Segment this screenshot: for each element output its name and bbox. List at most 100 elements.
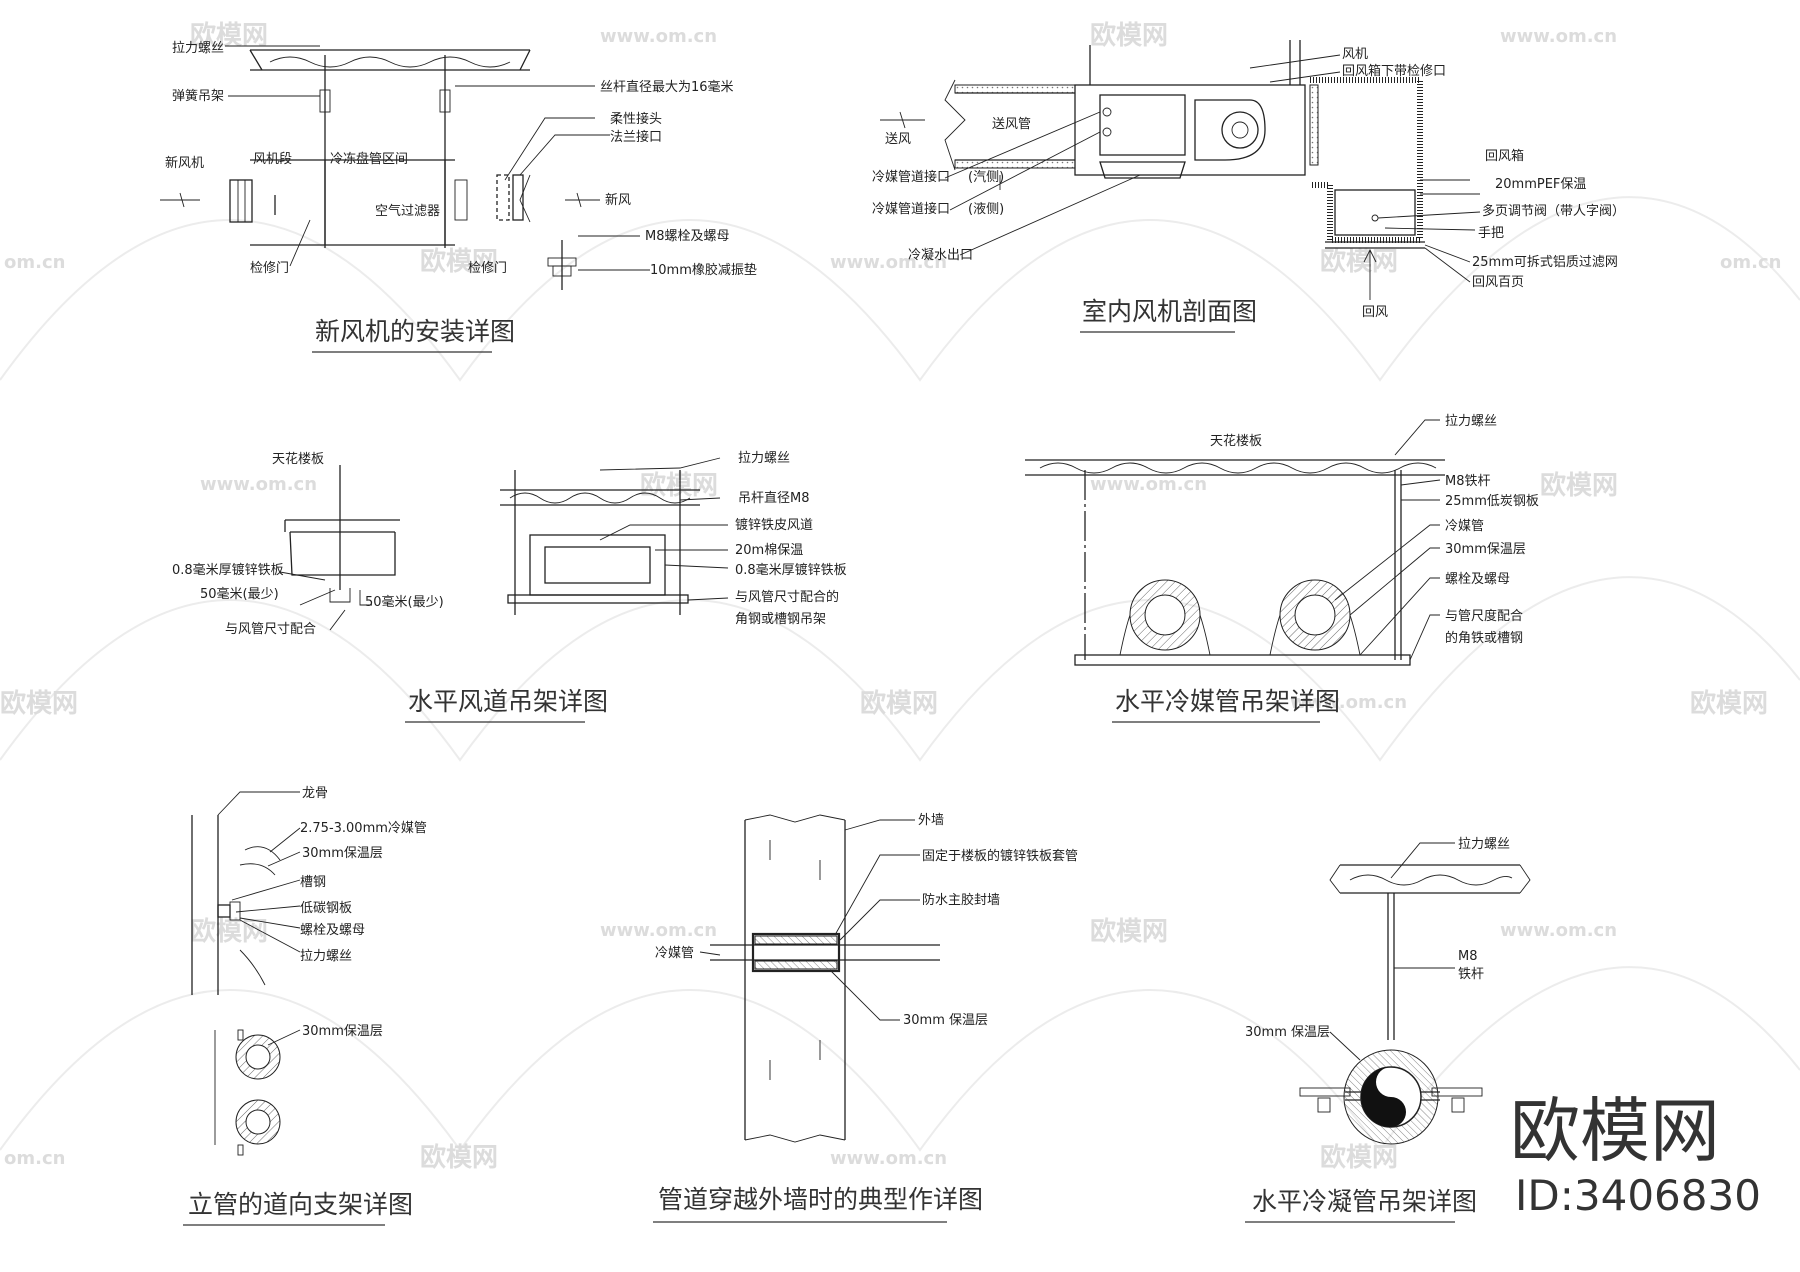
watermark-brand: 欧模网 bbox=[420, 1142, 498, 1173]
label: 冷冻盘管区间 bbox=[330, 151, 408, 167]
label: 30mm 保温层 bbox=[1245, 1025, 1330, 1040]
diagram-title: 管道穿越外墙时的典型作详图 bbox=[658, 1185, 983, 1214]
logo-id: ID:3406830 bbox=[1515, 1171, 1761, 1220]
watermark-url: www.om.cn bbox=[830, 252, 947, 273]
logo-name: 欧模网 bbox=[1510, 1090, 1720, 1172]
label: 拉力螺丝 bbox=[172, 41, 224, 56]
label: 天花楼板 bbox=[272, 451, 324, 467]
label: M8螺栓及螺母 bbox=[645, 229, 730, 244]
label: 与风管尺寸配合的 bbox=[735, 589, 839, 605]
label: 法兰接口 bbox=[610, 129, 662, 145]
watermark-brand: 欧模网 bbox=[1320, 246, 1398, 277]
diagram-fresh-air-unit: 拉力螺丝 弹簧吊架 丝杆直径最大为16毫米 柔性接头 法兰接口 新风机 风机段 … bbox=[160, 41, 757, 353]
diagram-title: 立管的道向支架详图 bbox=[188, 1190, 413, 1219]
diagram-title: 水平冷媒管吊架详图 bbox=[1115, 687, 1340, 716]
watermark-brand: 欧模网 bbox=[190, 916, 268, 947]
label: 龙骨 bbox=[302, 786, 328, 801]
label: 柔性接头 bbox=[610, 111, 662, 127]
watermark-url: www.om.cn bbox=[600, 26, 717, 47]
label: 防水主胶封墙 bbox=[922, 892, 1000, 908]
label: 天花楼板 bbox=[1210, 433, 1262, 449]
label: 丝杆直径最大为16毫米 bbox=[600, 79, 734, 95]
label: (液侧) bbox=[968, 202, 1004, 217]
label: 低碳钢板 bbox=[300, 901, 352, 916]
watermark-text-layer: 欧模网 www.om.cn 欧模网 www.om.cn om.cn 欧模网 ww… bbox=[0, 20, 1781, 1173]
diagram-title: 水平冷凝管吊架详图 bbox=[1252, 1187, 1477, 1216]
brand-logo: 欧模网 ID:3406830 bbox=[1510, 1090, 1761, 1220]
label: 回风箱下带检修口 bbox=[1342, 63, 1446, 79]
label: 冷凝水出口 bbox=[908, 247, 973, 263]
label: 螺栓及螺母 bbox=[1445, 572, 1510, 587]
watermark-brand: 欧模网 bbox=[1320, 1142, 1398, 1173]
label: 2.75-3.00mm冷媒管 bbox=[300, 821, 427, 836]
label: 固定于楼板的镀锌铁板套管 bbox=[922, 848, 1078, 864]
label: 回风百页 bbox=[1472, 275, 1524, 290]
label: M8铁杆 bbox=[1445, 474, 1491, 489]
label: 拉力螺丝 bbox=[1458, 837, 1510, 852]
label: 新风机 bbox=[165, 155, 204, 171]
label: 送风管 bbox=[992, 117, 1031, 132]
watermark-brand: 欧模网 bbox=[420, 246, 498, 277]
label: 拉力螺丝 bbox=[738, 451, 790, 466]
label: 冷媒管道接口 bbox=[872, 201, 950, 217]
label: 螺栓及螺母 bbox=[300, 923, 365, 938]
watermark-brand: 欧模网 bbox=[860, 688, 938, 719]
label: 与管尺度配合 bbox=[1445, 608, 1523, 624]
label: 检修门 bbox=[468, 261, 507, 276]
watermark-url: om.cn bbox=[1720, 252, 1781, 273]
label: 吊杆直径M8 bbox=[738, 491, 810, 506]
label: 风机段 bbox=[253, 152, 292, 167]
label: 冷媒管 bbox=[655, 946, 694, 961]
label: 25mm低炭钢板 bbox=[1445, 494, 1539, 509]
watermark-brand: 欧模网 bbox=[0, 688, 78, 719]
label: 检修门 bbox=[250, 261, 289, 276]
label: 外墙 bbox=[918, 813, 944, 828]
watermark-url: www.om.cn bbox=[830, 1148, 947, 1169]
watermark-url: www.om.cn bbox=[600, 920, 717, 941]
label: 手把 bbox=[1478, 226, 1504, 241]
diagram-indoor-fan-section: 风机 回风箱下带检修口 送风管 送风 冷媒管道接口 (汽侧) 冷媒管道接口 (液… bbox=[872, 40, 1625, 333]
diagram-wall-penetration: 外墙 固定于楼板的镀锌铁板套管 防水主胶封墙 冷媒管 30mm 保温层 管道穿越… bbox=[653, 813, 1078, 1223]
label: 送风 bbox=[885, 132, 911, 147]
watermark-brand: 欧模网 bbox=[1540, 470, 1618, 501]
label: 回风箱 bbox=[1485, 148, 1524, 164]
label: 20m棉保温 bbox=[735, 543, 803, 558]
label: 槽钢 bbox=[300, 875, 326, 890]
watermark-url: www.om.cn bbox=[1500, 26, 1617, 47]
watermark-url: www.om.cn bbox=[1500, 920, 1617, 941]
diagram-condensate-pipe-hanger: 拉力螺丝 M8 铁杆 30mm 保温层 水平冷凝管吊架详图 bbox=[1245, 837, 1531, 1223]
diagram-duct-hanger: 天花楼板 0.8毫米厚镀锌铁板 50毫米(最少) 50毫米(最少) 与风管尺寸配… bbox=[172, 451, 847, 723]
label: 30mm 保温层 bbox=[903, 1013, 988, 1028]
label: 风机 bbox=[1342, 47, 1368, 62]
label: 冷媒管道接口 bbox=[872, 169, 950, 185]
label: 的角铁或槽钢 bbox=[1445, 630, 1523, 646]
label: 冷媒管 bbox=[1445, 519, 1484, 534]
diagram-riser-support: 龙骨 2.75-3.00mm冷媒管 30mm保温层 槽钢 低碳钢板 螺栓及螺母 … bbox=[183, 786, 427, 1226]
label: 新风 bbox=[605, 192, 631, 208]
diagram-title: 水平风道吊架详图 bbox=[408, 687, 608, 716]
label: 0.8毫米厚镀锌铁板 bbox=[735, 562, 847, 578]
watermark-url: www.om.cn bbox=[1290, 692, 1407, 713]
label: 25mm可拆式铝质过滤网 bbox=[1472, 255, 1618, 270]
label: 空气过滤器 bbox=[375, 203, 440, 219]
watermark-brand: 欧模网 bbox=[1090, 20, 1168, 51]
label: 50毫米(最少) bbox=[365, 594, 444, 610]
watermark-url: om.cn bbox=[4, 1148, 65, 1169]
label: 20mmPEF保温 bbox=[1495, 177, 1586, 192]
watermark-layer bbox=[0, 196, 1800, 1152]
label: 50毫米(最少) bbox=[200, 586, 279, 602]
label: 多页调节阀（带人字阀） bbox=[1482, 203, 1625, 219]
label: 拉力螺丝 bbox=[300, 949, 352, 964]
watermark-url: www.om.cn bbox=[1090, 474, 1207, 495]
watermark-url: om.cn bbox=[4, 252, 65, 273]
diagram-refrigerant-pipe-hanger: 天花楼板 拉力螺丝 M8铁杆 25mm低炭钢板 冷媒管 30mm保温层 螺栓及螺… bbox=[1025, 414, 1539, 723]
label: (汽侧) bbox=[968, 170, 1004, 185]
label: 镀锌铁皮风道 bbox=[735, 517, 813, 533]
label: 0.8毫米厚镀锌铁板 bbox=[172, 562, 284, 578]
label: 回风 bbox=[1362, 305, 1388, 320]
label: M8 bbox=[1458, 949, 1478, 964]
label: 30mm保温层 bbox=[302, 846, 383, 861]
watermark-url: www.om.cn bbox=[200, 474, 317, 495]
label: 铁杆 bbox=[1458, 967, 1484, 982]
